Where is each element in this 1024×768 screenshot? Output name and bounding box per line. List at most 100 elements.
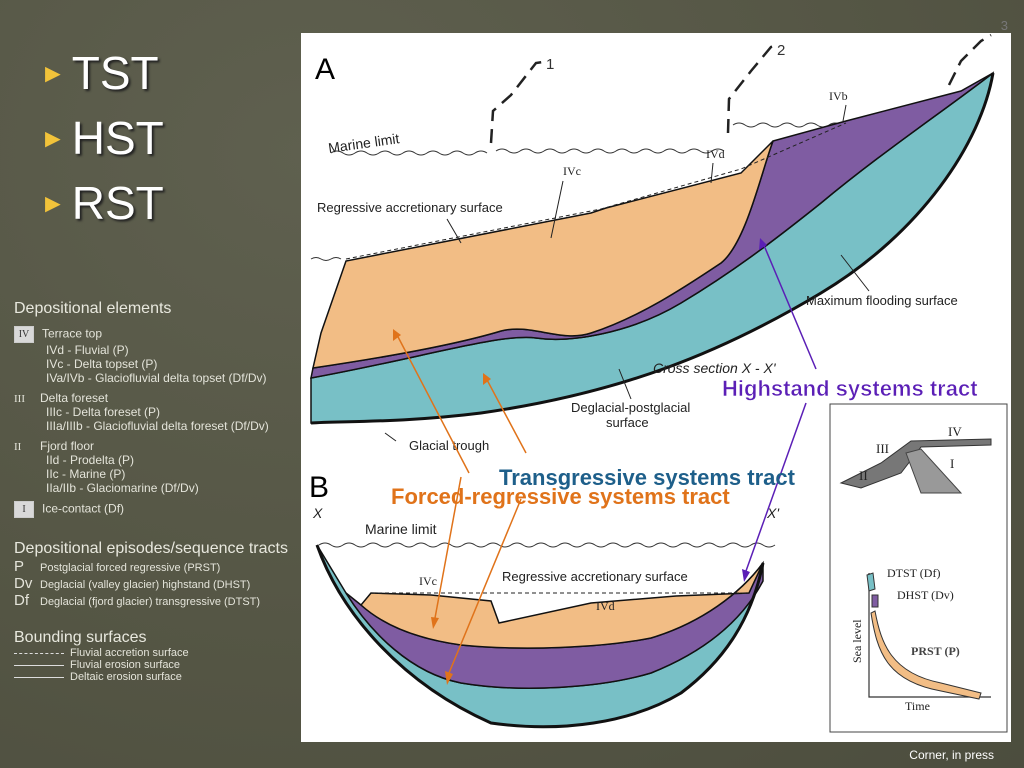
legend-ivab: IVa/IVb - Glaciofluvial delta topset (Df… — [46, 371, 267, 385]
triangle-bullet-icon: ► — [40, 57, 66, 88]
diagram-panel: A 1 2 Marine limit IVb IVd IVc Regressiv… — [301, 33, 1011, 742]
hst-arrow-2 — [745, 402, 807, 572]
dtst-label: DTST (Df) — [887, 566, 940, 580]
legend-dv-label: Deglacial (valley glacier) highstand (DH… — [40, 579, 251, 591]
bullet-label: RST — [71, 176, 164, 229]
legend-iiiab: IIIa/IIIb - Glaciofluvial delta foreset … — [46, 419, 269, 433]
legend-iiic: IIIc - Delta foreset (P) — [46, 405, 161, 419]
prst-label: PRST (P) — [911, 644, 960, 658]
panel-a-label: A — [315, 53, 335, 86]
legend-iii-code: III — [14, 393, 25, 405]
ivc-a-leader — [550, 180, 564, 239]
ivd-a-label: IVd — [706, 147, 725, 161]
legend-iv: IV Terrace top — [14, 326, 304, 343]
orange-layer-a — [312, 140, 774, 369]
x-left-label: X — [312, 505, 323, 521]
legend-episodes-title: Depositional episodes/sequence tracts — [14, 540, 288, 557]
fluvial-erosion-line — [14, 664, 64, 666]
ivc-b-label: IVc — [419, 574, 437, 588]
legend-df-label: Deglacial (fjord glacier) transgressive … — [40, 596, 261, 608]
profile-2-label: 2 — [777, 42, 785, 59]
inset-axes — [868, 573, 991, 698]
frst-arrow-1 — [395, 332, 470, 474]
legend-iid: IId - Prodelta (P) — [46, 453, 135, 467]
legend-iic: IIc - Marine (P) — [46, 467, 126, 481]
deltaic-erosion-line — [14, 676, 64, 678]
tst-arrow-2 — [448, 498, 522, 674]
legend-b2: Fluvial erosion surface — [14, 659, 304, 671]
glacial-trough-label: Glacial trough — [409, 438, 489, 453]
cross-section-label: Cross section X - X' — [653, 360, 777, 376]
legend-dv: Dv Deglacial (valley glacier) highstand (… — [14, 575, 304, 592]
hst-arrow-2-head — [742, 569, 750, 582]
regressive-accretionary-dashed-a — [345, 122, 847, 260]
mfs-leader — [840, 254, 870, 292]
legend-iv-label: Terrace top — [42, 326, 103, 341]
inset-iii-label: III — [876, 441, 889, 456]
legend-p-label: Postglacial forced regressive (PRST) — [40, 562, 221, 574]
tst-label: Transgressive systems tract — [499, 465, 796, 490]
marine-limit-wave-b — [318, 542, 776, 548]
tst-arrow-2-head — [445, 671, 453, 685]
legend-ivd: IVd - Fluvial (P) — [46, 343, 129, 357]
regressive-a-leader — [446, 218, 462, 244]
ivc-a-label: IVc — [563, 164, 581, 178]
ivd-a-leader — [710, 162, 714, 184]
bullet-item: ► RST — [40, 170, 164, 235]
legend-iii-label: Delta foreset — [40, 391, 109, 405]
ivb-label: IVb — [829, 89, 848, 103]
legend-bounding-title: Bounding surfaces — [14, 629, 147, 646]
dtst-mark — [866, 572, 876, 592]
legend-i: I Ice-contact (Df) — [14, 501, 304, 518]
x-right-label: X' — [766, 505, 780, 521]
trough-base-b — [315, 544, 765, 729]
hst-arrow-1 — [762, 242, 817, 370]
inset-i-label: I — [950, 456, 954, 471]
regressive-a-label: Regressive accretionary surface — [317, 200, 503, 215]
legend-depositional-title: Depositional elements — [14, 300, 172, 317]
inset-terrace — [839, 438, 992, 489]
legend-dv-code: Dv — [14, 575, 33, 592]
legend-df-code: Df — [14, 592, 29, 609]
credit-text: Corner, in press — [909, 748, 994, 762]
profile-1-label: 1 — [546, 56, 554, 73]
mfs-label: Maximum flooding surface — [806, 293, 958, 308]
dhst-mark — [871, 594, 879, 608]
legend-iii: III Delta foreset — [14, 391, 304, 405]
legend-i-box: I — [14, 501, 34, 518]
legend-ivc: IVc - Delta topset (P) — [46, 357, 158, 371]
legend-ii-label: Fjord floor — [40, 439, 95, 453]
legend: Depositional elements IV Terrace top IVd … — [14, 300, 304, 683]
bullet-item: ► HST — [40, 105, 164, 170]
deglacial-leader — [618, 368, 632, 400]
inset-ii-label: II — [859, 468, 868, 483]
prst-curve — [870, 610, 982, 700]
profile-2-line — [726, 43, 780, 134]
legend-i-label: Ice-contact (Df) — [42, 501, 125, 516]
inset-iv-label: IV — [948, 424, 962, 439]
legend-b1-label: Fluvial accretion surface — [70, 647, 189, 659]
ivb-leader — [842, 104, 847, 122]
ivd-b-label: IVd — [596, 599, 615, 613]
legend-df: Df Deglacial (fjord glacier) transgressiv… — [14, 592, 304, 609]
bullet-item: ► TST — [40, 40, 164, 105]
glacial-trough-surface — [310, 72, 995, 425]
panel-b-label: B — [309, 471, 329, 504]
legend-p-code: P — [14, 558, 25, 575]
frst-arrow-2 — [434, 476, 462, 619]
triangle-bullet-icon: ► — [40, 122, 66, 153]
legend-b3: Deltaic erosion surface — [14, 671, 304, 683]
sea-level-label: Sea level — [850, 619, 864, 663]
stratigraphy-diagram: A 1 2 Marine limit IVb IVd IVc Regressiv… — [309, 33, 1008, 733]
tst-arrow-1 — [485, 377, 527, 454]
inset-foreset — [905, 448, 963, 494]
time-label: Time — [905, 699, 930, 713]
profile-1-line — [489, 59, 550, 144]
deglacial-label-1: Deglacial-postglacial — [571, 400, 690, 415]
bullet-label: TST — [71, 46, 159, 99]
fluvial-accretion-line — [14, 652, 64, 654]
legend-iv-box: IV — [14, 326, 34, 343]
hst-label: Highstand systems tract — [722, 376, 978, 401]
frst-arrow-2-head — [431, 617, 439, 629]
